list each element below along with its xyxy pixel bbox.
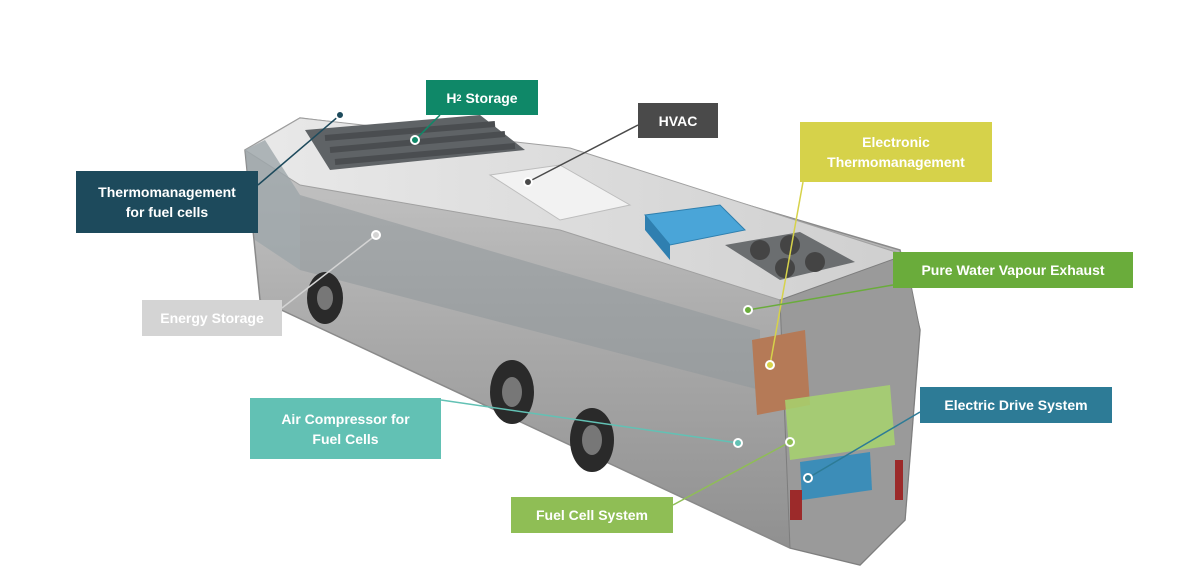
label-therm-line1: Thermomanagement	[98, 184, 236, 200]
label-thermomanagement-fuel-cells: Thermomanagement for fuel cells	[76, 171, 258, 233]
label-fuel-cell-system: Fuel Cell System	[511, 497, 673, 533]
thermo-box	[752, 330, 810, 415]
label-therm-line2: for fuel cells	[125, 204, 209, 220]
bus-windshield	[245, 140, 300, 270]
label-elec-line2: Thermomanagement	[827, 154, 965, 170]
label-electric-drive-system: Electric Drive System	[920, 387, 1112, 423]
label-water-text: Pure Water Vapour Exhaust	[921, 262, 1105, 278]
battery-box	[644, 204, 747, 246]
marker-air	[733, 438, 743, 448]
label-air-line2: Fuel Cells	[312, 430, 379, 447]
marker-drive	[803, 473, 813, 483]
label-electronic-thermomanagement: Electronic Thermomanagement	[800, 122, 992, 182]
label-h2-main: H	[446, 89, 457, 106]
label-drive-text: Electric Drive System	[944, 397, 1088, 413]
marker-water	[743, 305, 753, 315]
label-energy-text: Energy Storage	[160, 310, 264, 326]
label-hvac-text: HVAC	[658, 112, 698, 129]
fuel-cell-stack	[785, 385, 895, 460]
marker-fcs	[785, 437, 795, 447]
label-air-compressor: Air Compressor for Fuel Cells	[250, 398, 441, 459]
marker-h2	[410, 135, 420, 145]
label-hvac: HVAC	[638, 103, 718, 138]
marker-elec	[765, 360, 775, 370]
drive-box	[800, 452, 872, 500]
marker-energy	[371, 230, 381, 240]
label-water-vapour-exhaust: Pure Water Vapour Exhaust	[893, 252, 1133, 288]
marker-hvac	[523, 177, 533, 187]
label-energy-storage: Energy Storage	[142, 300, 282, 336]
label-elec-line1: Electronic	[862, 134, 930, 150]
label-air-line1: Air Compressor for	[281, 410, 410, 427]
bus-windows	[300, 195, 760, 390]
label-fcs-text: Fuel Cell System	[535, 507, 649, 523]
label-h2-rest: Storage	[461, 89, 518, 106]
marker-thermo	[335, 110, 345, 120]
